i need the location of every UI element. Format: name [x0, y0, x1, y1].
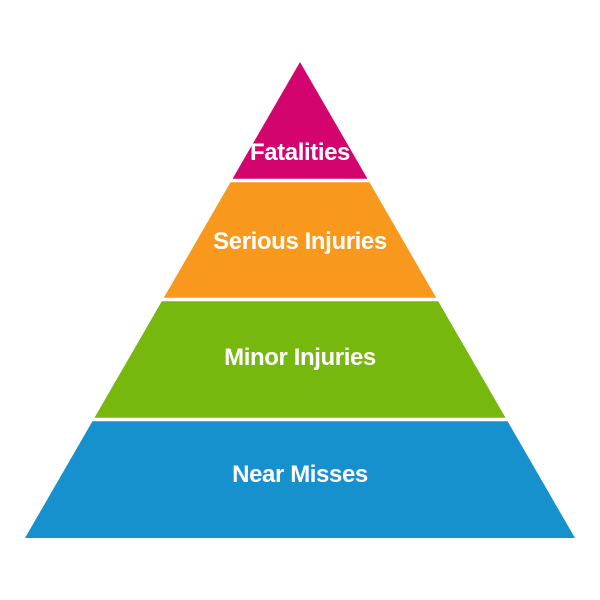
- tier-shape-near-misses: [25, 421, 575, 538]
- tier-shape-fatalities: [232, 62, 368, 179]
- tier-shape-minor-injuries: [94, 301, 506, 418]
- tier-shape-serious-injuries: [163, 182, 437, 298]
